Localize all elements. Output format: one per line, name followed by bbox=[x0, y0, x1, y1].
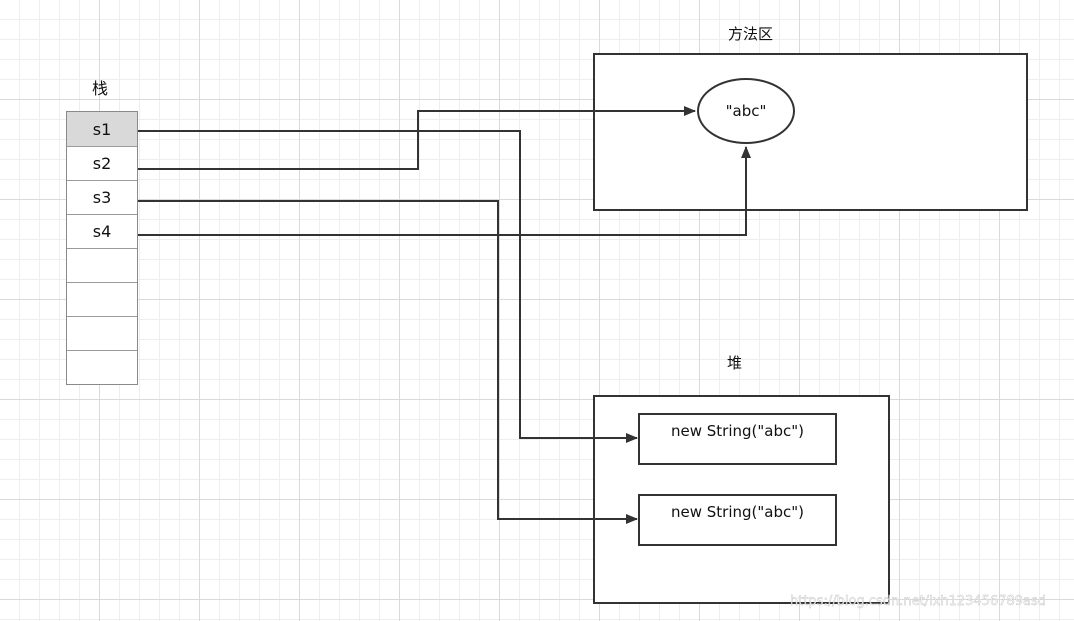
stack-cell-empty[interactable] bbox=[67, 350, 137, 384]
stack-cell-empty[interactable] bbox=[67, 316, 137, 350]
method-area-title: 方法区 bbox=[728, 25, 774, 43]
stack-cell-empty[interactable] bbox=[67, 282, 137, 316]
stack-title: 栈 bbox=[92, 79, 109, 98]
arrow-s4-to-constant bbox=[138, 146, 751, 236]
stack-cell-s3[interactable]: s3 bbox=[67, 180, 137, 214]
watermark: https://blog.csdn.net/lxh123456789asd bbox=[790, 594, 1047, 609]
arrow-s1-to-heap-object-1 bbox=[138, 130, 638, 443]
stack-cell-s2[interactable]: s2 bbox=[67, 146, 137, 180]
arrow-s3-to-heap-object-2 bbox=[138, 200, 638, 524]
method-area-box[interactable] bbox=[593, 53, 1028, 211]
string-constant-ellipse[interactable]: "abc" bbox=[697, 78, 795, 144]
heap-title: 堆 bbox=[727, 354, 743, 372]
heap-object-1[interactable]: new String("abc") bbox=[638, 413, 837, 465]
stack-cell-empty[interactable] bbox=[67, 248, 137, 282]
stack-table[interactable]: s1 s2 s3 s4 bbox=[66, 111, 138, 385]
stack-cell-s1[interactable]: s1 bbox=[67, 112, 137, 146]
stack-cell-s4[interactable]: s4 bbox=[67, 214, 137, 248]
heap-object-2[interactable]: new String("abc") bbox=[638, 494, 837, 546]
arrow-s2-to-constant bbox=[138, 106, 696, 170]
